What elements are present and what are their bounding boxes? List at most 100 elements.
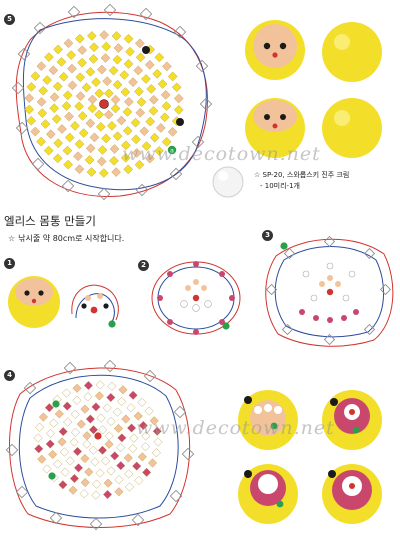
bead	[121, 414, 131, 424]
bead	[148, 458, 158, 468]
watermark-bottom: www.decotown.net	[136, 417, 335, 439]
bead	[48, 65, 59, 76]
bead	[83, 380, 93, 391]
photo-step-d	[322, 464, 382, 524]
bead	[125, 46, 135, 57]
bead	[87, 103, 98, 114]
bead	[122, 125, 133, 136]
bead	[85, 143, 96, 154]
bead	[106, 466, 116, 476]
step4-ring-crystals	[5, 359, 195, 531]
bead	[116, 461, 126, 471]
bead	[37, 108, 48, 118]
bead	[51, 114, 62, 124]
step5-black-bead-1	[142, 46, 150, 54]
bead	[91, 490, 101, 500]
bead	[157, 79, 168, 89]
bead	[154, 146, 164, 156]
bead	[160, 90, 171, 100]
bead	[74, 164, 85, 175]
step5-inner-beads	[24, 30, 184, 178]
bead	[103, 489, 113, 500]
bead	[73, 463, 84, 473]
bead	[90, 457, 100, 467]
step-number-5: 5	[4, 14, 15, 25]
bead	[85, 118, 96, 129]
step1-diagram: 1	[0, 256, 140, 336]
bead	[82, 431, 92, 441]
bead	[52, 153, 63, 164]
bead	[57, 437, 67, 447]
bead	[102, 403, 112, 413]
bead	[96, 122, 106, 132]
step4-pattern	[5, 359, 195, 531]
bead	[49, 418, 59, 428]
bead	[26, 82, 37, 92]
bead	[75, 72, 86, 83]
bead	[65, 456, 75, 466]
bead	[44, 403, 54, 413]
bead	[134, 159, 145, 170]
bead	[97, 145, 108, 155]
step1-ball-photo	[8, 276, 60, 328]
bead	[61, 388, 72, 398]
bead	[160, 112, 170, 123]
bead-photos-top	[245, 20, 382, 158]
bead	[153, 437, 163, 447]
bead	[142, 467, 152, 477]
bead	[104, 431, 114, 441]
bead	[82, 439, 92, 449]
bead	[80, 478, 90, 488]
bead	[58, 480, 68, 490]
bead	[108, 65, 119, 76]
bead	[49, 92, 60, 102]
bead	[75, 91, 86, 101]
bead	[84, 467, 94, 477]
bead	[53, 44, 63, 55]
bead	[98, 425, 108, 435]
bead	[57, 124, 67, 134]
bead	[144, 406, 154, 416]
pearl-bead	[212, 166, 244, 198]
bead	[148, 94, 159, 105]
bead	[70, 121, 80, 131]
bead	[99, 30, 109, 40]
bead	[63, 38, 74, 49]
bead	[72, 383, 82, 393]
bead	[109, 144, 120, 154]
bead	[161, 101, 172, 111]
step-number-1: 1	[4, 258, 15, 269]
step4-diagram: 4	[0, 354, 200, 533]
bead	[135, 107, 146, 118]
bead	[72, 395, 82, 405]
bead	[128, 77, 138, 87]
bead	[67, 80, 78, 91]
bead	[60, 467, 70, 477]
bead	[133, 411, 143, 421]
step5-marker-a-label: a	[170, 148, 174, 155]
bead	[64, 132, 75, 143]
bead	[135, 38, 145, 49]
bead	[130, 117, 141, 128]
bead	[119, 70, 130, 80]
bead	[24, 93, 35, 103]
step2-diagram: 2	[134, 252, 256, 342]
step3-ring-crystals	[265, 235, 392, 346]
bead	[42, 464, 52, 474]
bead	[89, 42, 99, 53]
bead	[85, 414, 95, 424]
bead	[61, 101, 72, 111]
bead	[167, 71, 178, 82]
bead	[131, 134, 141, 145]
bead	[69, 473, 79, 484]
bead	[104, 439, 114, 449]
bead	[62, 90, 73, 101]
bead	[100, 53, 111, 63]
bead	[152, 426, 162, 436]
photo-step-b	[322, 390, 382, 450]
bead	[70, 409, 80, 419]
bead	[84, 155, 95, 165]
bead	[26, 115, 37, 126]
step4-inner-beads	[33, 380, 163, 500]
bead	[94, 88, 105, 99]
